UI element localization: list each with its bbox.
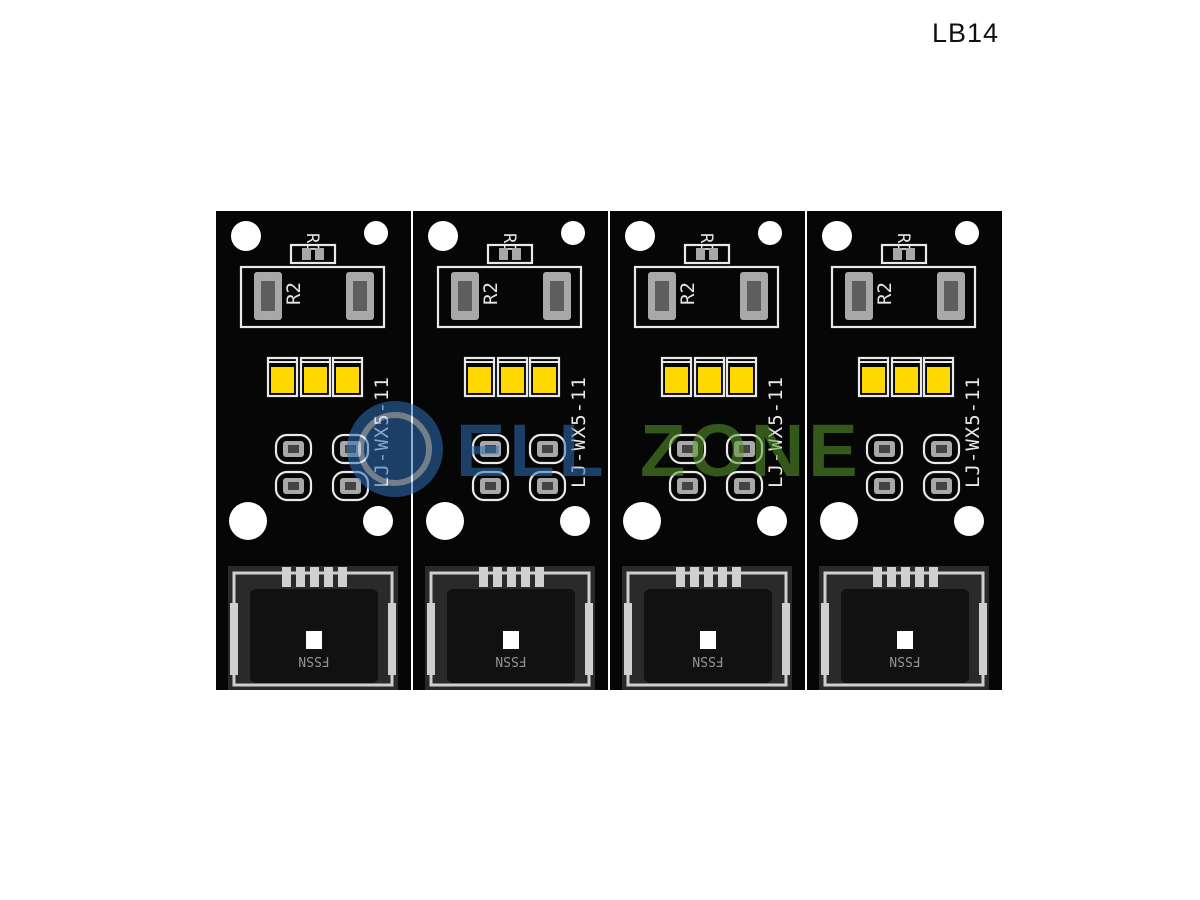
product-code-label: LB14	[932, 18, 1000, 48]
mounting-hole	[561, 221, 585, 245]
mounting-hole	[364, 221, 388, 245]
mounting-hole	[363, 506, 393, 536]
mounting-hole	[428, 221, 458, 251]
mounting-hole	[623, 502, 661, 540]
led-chip	[533, 367, 556, 393]
mounting-hole	[822, 221, 852, 251]
mounting-hole	[757, 506, 787, 536]
mounting-hole	[820, 502, 858, 540]
led-chip	[730, 367, 753, 393]
board-model-label: LJ-WX5-11	[371, 376, 393, 488]
r2-label: R2	[677, 282, 699, 305]
connector-marking: FSSN	[889, 653, 920, 668]
led-chip	[927, 367, 950, 393]
connector-marking: FSSN	[692, 653, 723, 668]
mounting-hole	[560, 506, 590, 536]
connector-marking: FSSN	[495, 653, 526, 668]
mounting-hole	[625, 221, 655, 251]
led-chip	[698, 367, 721, 393]
board-model-label: LJ-WX5-11	[568, 376, 590, 488]
led-chip	[862, 367, 885, 393]
led-chip	[304, 367, 327, 393]
mounting-hole	[954, 506, 984, 536]
mounting-hole	[426, 502, 464, 540]
led-chip	[271, 367, 294, 393]
r2-label: R2	[874, 282, 896, 305]
r2-label: R2	[480, 282, 502, 305]
led-chip	[336, 367, 359, 393]
board-model-label: LJ-WX5-11	[765, 376, 787, 488]
led-chip	[665, 367, 688, 393]
led-chip	[895, 367, 918, 393]
connector-marking: FSSN	[298, 653, 329, 668]
mounting-hole	[231, 221, 261, 251]
mounting-hole	[955, 221, 979, 245]
mounting-hole	[229, 502, 267, 540]
r2-label: R2	[283, 282, 305, 305]
board-model-label: LJ-WX5-11	[962, 376, 984, 488]
led-chip	[468, 367, 491, 393]
mounting-hole	[758, 221, 782, 245]
led-chip	[501, 367, 524, 393]
